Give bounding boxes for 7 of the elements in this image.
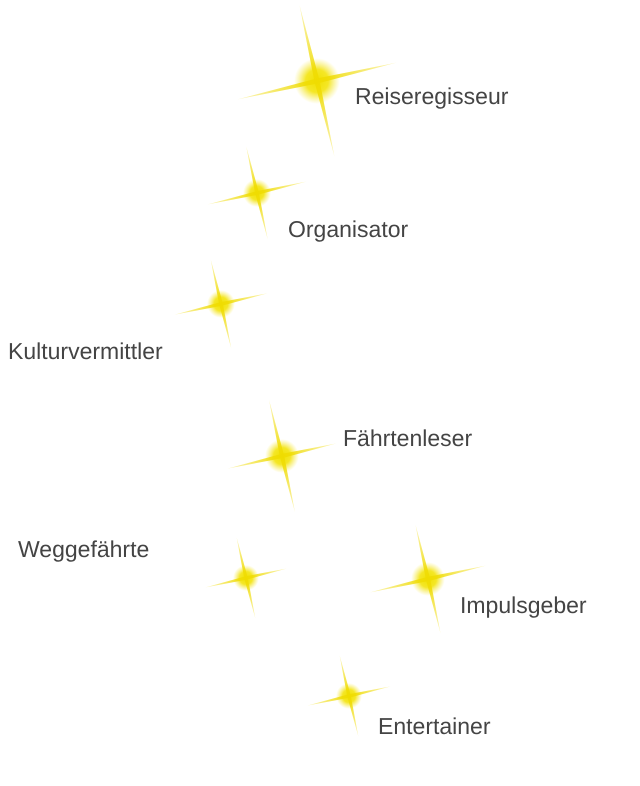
role-label: Impulsgeber xyxy=(460,591,587,619)
role-label: Entertainer xyxy=(378,712,491,740)
role-label: Kulturvermittler xyxy=(8,337,163,365)
role-label: Fährtenleser xyxy=(343,424,472,452)
role-label: Organisator xyxy=(288,215,408,243)
role-label: Reiseregisseur xyxy=(355,82,508,110)
role-label: Weggefährte xyxy=(18,535,150,563)
